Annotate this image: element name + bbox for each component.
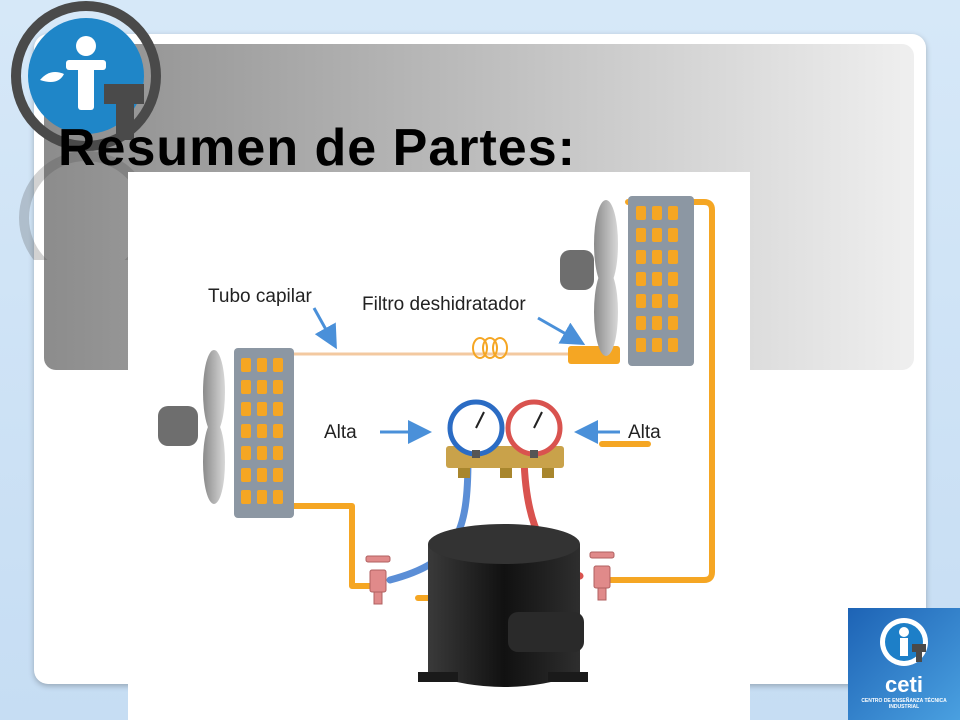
ceti-logo: ceti CENTRO DE ENSEÑANZA TÉCNICA INDUSTR… — [848, 608, 960, 720]
evaporator-coil — [234, 348, 294, 518]
label-alta-right: Alta — [628, 422, 661, 443]
label-tubo-capilar: Tubo capilar — [208, 286, 313, 307]
capillary-coil-icon — [472, 337, 508, 359]
high-pressure-gauge-icon — [505, 399, 563, 458]
condenser-coil — [628, 196, 694, 366]
high-side-service-valve-icon — [589, 551, 615, 601]
condenser-fan-icon — [560, 200, 618, 356]
low-side-service-valve-icon — [365, 555, 391, 605]
arrow-filtro-deshidratador — [537, 316, 586, 345]
refrigeration-diagram: Tubo capilar Filtro deshidratador Alta A… — [128, 172, 750, 720]
compressor — [418, 524, 588, 687]
ceti-subtitle: CENTRO DE ENSEÑANZA TÉCNICA INDUSTRIAL — [861, 698, 947, 710]
pointer-arrows — [312, 307, 620, 444]
label-alta-left: Alta — [324, 422, 357, 443]
ceti-brand-text: ceti — [885, 672, 923, 697]
arrow-tubo-capilar — [312, 307, 337, 350]
evaporator-fan-icon — [158, 350, 225, 504]
ceti-emblem-icon — [880, 618, 928, 666]
low-pressure-gauge-icon — [447, 399, 505, 458]
label-filtro-deshidratador: Filtro deshidratador — [362, 294, 526, 315]
slide-title: Resumen de Partes: — [58, 119, 576, 177]
